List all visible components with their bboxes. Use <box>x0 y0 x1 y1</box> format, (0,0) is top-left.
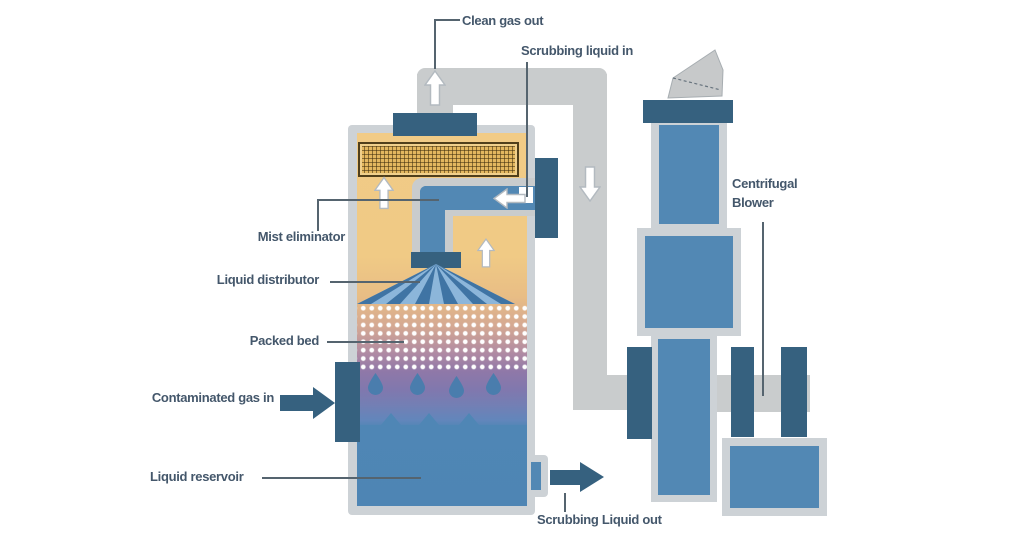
gas-flow-up-arrow-icon <box>424 70 446 106</box>
pointer-line-liquid-reservoir <box>262 477 421 479</box>
scrubbing-liquid-out-arrow-icon <box>550 462 604 492</box>
label-liquid-distributor: Liquid distributor <box>216 272 320 287</box>
gas-flow-down-arrow-icon <box>579 166 601 202</box>
scrubber-top-cap <box>393 113 477 136</box>
blower-housing <box>637 228 741 336</box>
reservoir-surface <box>357 413 527 432</box>
pointer-line-liquid-distributor <box>330 281 420 283</box>
pointer-line-clean-gas-out <box>434 19 460 69</box>
liquid-droplet-icon <box>486 373 501 395</box>
liquid-outlet-port <box>531 462 541 490</box>
gas-flow-up-arrow-icon <box>477 238 495 268</box>
gas-inlet-flange <box>335 362 360 442</box>
stack-cap <box>643 100 733 123</box>
contaminated-gas-in-arrow-icon <box>280 387 335 419</box>
blower-flange-left <box>731 347 754 437</box>
label-liquid-reservoir: Liquid reservoir <box>150 469 244 484</box>
pointer-line-mist-eliminator <box>317 199 439 231</box>
liquid-distributor-block <box>411 252 461 268</box>
mist-eliminator <box>358 142 519 177</box>
stack-upper-section <box>651 117 727 232</box>
clean-gas-duct-downcomer <box>573 74 607 410</box>
label-contaminated-gas-in: Contaminated gas in <box>151 390 274 405</box>
stack-lower-section <box>651 332 717 502</box>
clean-gas-duct-foot <box>596 375 629 410</box>
liquid-flow-left-arrow-icon <box>493 188 526 209</box>
liquid-droplet-icon <box>449 376 464 398</box>
label-clean-gas-out: Clean gas out <box>462 13 544 28</box>
blower-base-box <box>722 438 827 516</box>
exhaust-cone <box>667 49 724 99</box>
liquid-pipe-vertical <box>420 186 445 254</box>
gas-flow-up-arrow-icon <box>374 176 394 210</box>
liquid-inlet-flange <box>535 158 558 238</box>
spray-cone <box>357 264 515 304</box>
label-scrubbing-liquid-in: Scrubbing liquid in <box>521 43 634 58</box>
liquid-droplet-icon <box>368 373 383 395</box>
liquid-droplet-icon <box>410 373 425 395</box>
label-centrifugal-blower: Centrifugal Blower <box>732 176 798 210</box>
pointer-line-scrubbing-liquid-in <box>526 62 528 197</box>
pointer-line-packed-bed <box>327 341 404 343</box>
label-scrubbing-liquid-out: Scrubbing Liquid out <box>537 512 662 527</box>
blower-inlet-flange <box>627 347 652 439</box>
label-mist-eliminator: Mist eliminator <box>257 229 346 244</box>
pointer-line-centrifugal-blower <box>762 222 764 396</box>
label-packed-bed: Packed bed <box>249 333 320 348</box>
packed-bed-dots <box>357 303 527 371</box>
pointer-line-scrubbing-liquid-out <box>564 493 566 512</box>
blower-flange-right <box>781 347 807 437</box>
